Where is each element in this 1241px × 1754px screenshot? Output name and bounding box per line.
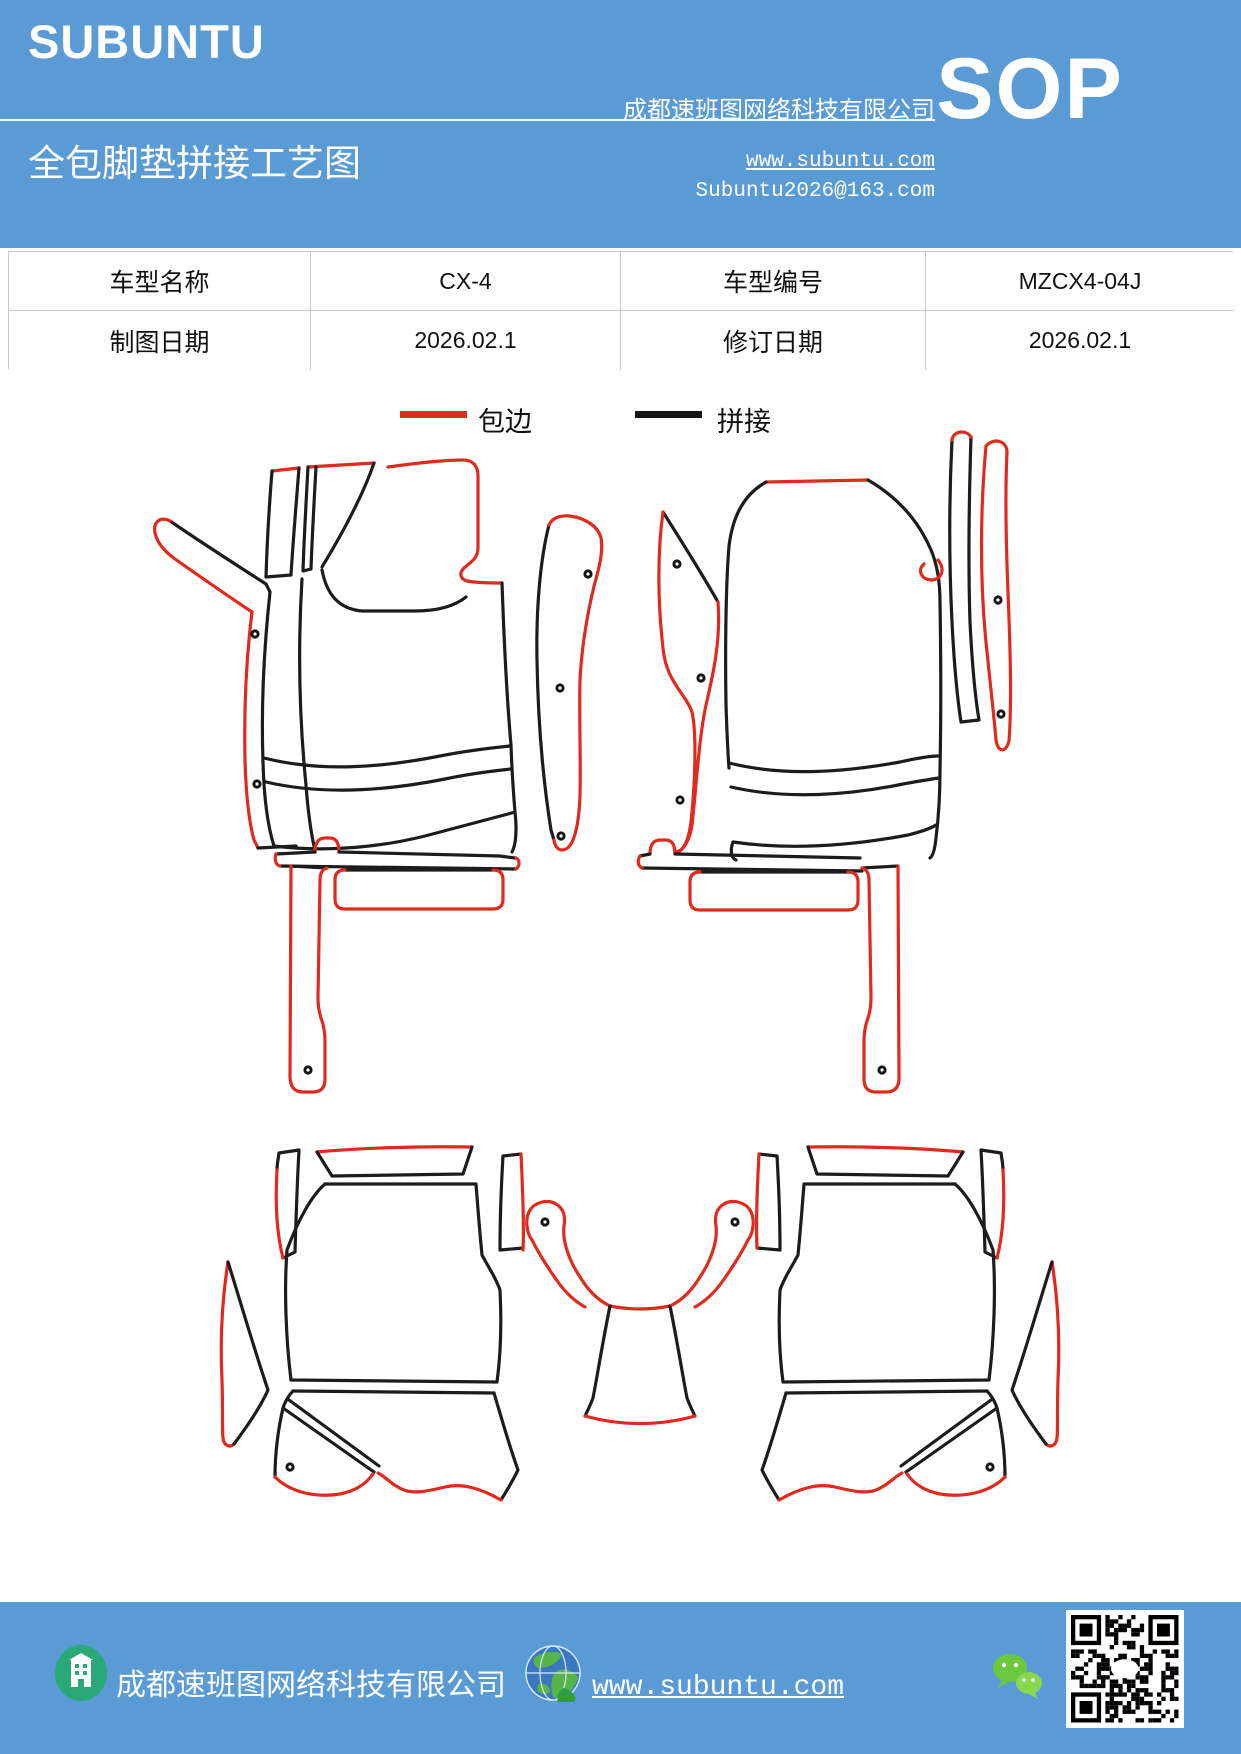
legend-black-line-swatch <box>635 411 702 418</box>
legend-label-edging: 包边 <box>478 407 532 437</box>
footer-website-link[interactable]: www.subuntu.com <box>592 1672 845 1703</box>
sop-badge: SOP <box>936 41 1124 137</box>
page-title: 全包脚垫拼接工艺图 <box>28 144 361 185</box>
footer-company-name: 成都速班图网络科技有限公司 <box>116 1669 506 1702</box>
header-email: Subuntu2026@163.com <box>695 180 935 203</box>
legend-label-splice: 拼接 <box>717 407 771 437</box>
table-label-revise-date: 修订日期 <box>621 311 926 370</box>
table-value-draw-date: 2026.02.1 <box>311 311 621 370</box>
rear-mat-assembly <box>219 1145 1061 1502</box>
table-label-draw-date: 制图日期 <box>9 311 311 370</box>
qr-code <box>1066 1610 1184 1728</box>
header-divider <box>0 119 935 121</box>
table-value-model-name: CX-4 <box>311 252 621 311</box>
legend-red-line-swatch <box>400 411 467 418</box>
building-icon <box>55 1645 107 1701</box>
table-value-model-code: MZCX4-04J <box>926 252 1234 311</box>
wechat-icon <box>993 1654 1042 1699</box>
table-label-model-name: 车型名称 <box>9 252 311 311</box>
front-right-mat <box>636 430 1013 1094</box>
fastener-dots <box>250 559 1006 1472</box>
brand-logo: SUBUNTU <box>28 15 265 68</box>
legend: 包边 拼接 <box>0 398 1241 437</box>
footer-band: 成都速班图网络科技有限公司 www.subuntu.com <box>0 1602 1241 1754</box>
header-company-name: 成都速班图网络科技有限公司 <box>623 98 935 124</box>
header-band: SUBUNTU 全包脚垫拼接工艺图 成都速班图网络科技有限公司 www.subu… <box>0 0 1241 248</box>
vehicle-info-table: 车型名称 CX-4 车型编号 MZCX4-04J 制图日期 2026.02.1 … <box>8 251 1234 370</box>
globe-icon <box>525 1645 581 1702</box>
front-left-mat <box>153 458 604 1094</box>
table-label-model-code: 车型编号 <box>621 252 926 311</box>
header-website-link[interactable]: www.subuntu.com <box>745 150 935 173</box>
table-value-revise-date: 2026.02.1 <box>926 311 1234 370</box>
